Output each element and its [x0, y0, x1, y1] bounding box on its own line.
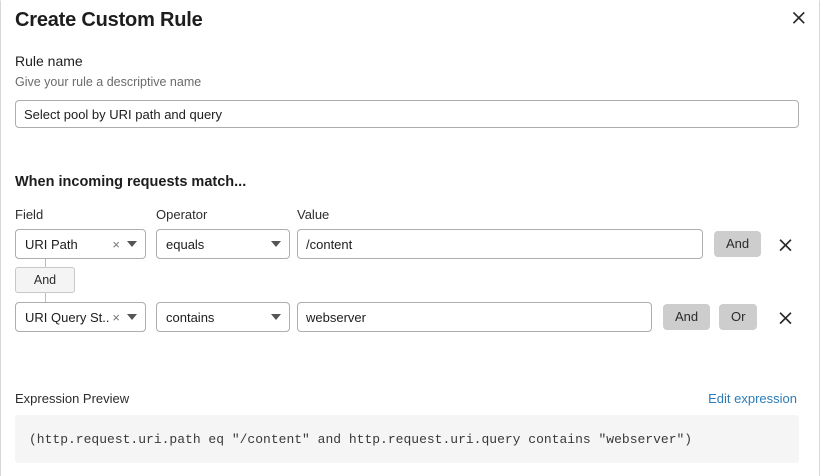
condition-row: URI Path × equals And	[1, 229, 820, 259]
column-header-value: Value	[297, 207, 330, 222]
clear-icon[interactable]: ×	[112, 309, 120, 325]
operator-select-value-1: contains	[166, 309, 215, 325]
edit-expression-link[interactable]: Edit expression	[708, 391, 797, 406]
and-button-0[interactable]: And	[714, 231, 762, 257]
dialog-title: Create Custom Rule	[15, 9, 203, 31]
rule-name-label: Rule name	[15, 53, 83, 69]
group-connector-and[interactable]: And	[15, 267, 75, 293]
or-button-1[interactable]: Or	[719, 304, 758, 330]
close-icon-glyph	[792, 11, 805, 24]
chevron-down-icon	[127, 241, 137, 247]
chevron-down-icon	[271, 314, 281, 320]
close-icon	[778, 238, 792, 251]
value-input-0[interactable]	[297, 229, 703, 259]
operator-select-0[interactable]: equals	[156, 229, 290, 259]
and-button-1[interactable]: And	[663, 304, 711, 330]
expression-preview-label: Expression Preview	[15, 391, 130, 406]
field-select-value-0: URI Path	[25, 236, 78, 252]
close-icon	[778, 311, 792, 324]
condition-row: URI Query St... × contains And Or	[1, 302, 820, 332]
expression-preview-text: (http.request.uri.path eq "/content" and…	[29, 431, 693, 447]
chevron-down-icon	[127, 314, 137, 320]
delete-condition-button-0[interactable]	[776, 229, 794, 259]
close-icon[interactable]	[788, 7, 810, 29]
connector-line-bottom	[45, 293, 46, 303]
rule-name-input[interactable]	[15, 100, 799, 128]
value-input-1[interactable]	[297, 302, 652, 332]
delete-condition-button-1[interactable]	[776, 302, 794, 332]
clear-icon[interactable]: ×	[112, 236, 120, 252]
connector-line-top	[45, 259, 46, 268]
chevron-down-icon	[271, 241, 281, 247]
operator-select-value-0: equals	[166, 236, 205, 252]
field-select-value-1: URI Query St...	[25, 309, 111, 325]
operator-select-1[interactable]: contains	[156, 302, 290, 332]
field-select-1[interactable]: URI Query St... ×	[15, 302, 146, 332]
expression-preview-box: (http.request.uri.path eq "/content" and…	[15, 415, 799, 463]
column-header-field: Field	[15, 207, 44, 222]
match-section-heading: When incoming requests match...	[15, 174, 247, 190]
field-select-0[interactable]: URI Path ×	[15, 229, 146, 259]
rule-name-hint: Give your rule a descriptive name	[15, 75, 202, 89]
column-header-operator: Operator	[156, 207, 208, 222]
